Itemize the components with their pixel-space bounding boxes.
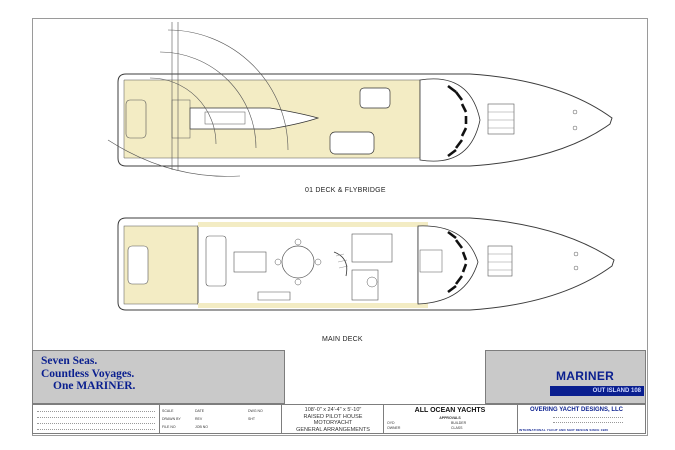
pilothouse bbox=[417, 225, 479, 305]
field-label: SHT bbox=[248, 417, 255, 421]
title-info-row: SCALE DATE DWG NO DRAWN BY REV SHT FILE … bbox=[32, 404, 646, 434]
starboard-side-deck bbox=[198, 303, 428, 308]
galley bbox=[351, 233, 393, 263]
aft-lounge bbox=[257, 291, 291, 301]
slogan: Seven Seas. Countless Voyages. One MARIN… bbox=[41, 355, 135, 393]
salon bbox=[197, 225, 419, 305]
windlass bbox=[573, 265, 579, 271]
stairway bbox=[333, 251, 348, 277]
field-label: REV bbox=[195, 417, 203, 421]
tender-console bbox=[204, 111, 246, 125]
field-label: FILE NO bbox=[162, 425, 176, 429]
approvals-label: APPROVALS bbox=[439, 416, 461, 420]
foredeck-sunpad bbox=[487, 103, 515, 135]
dining-chair bbox=[314, 258, 322, 266]
field-label: DWG NO bbox=[248, 409, 263, 413]
pilothouse-windows bbox=[447, 230, 468, 294]
field-label: DRAWN BY bbox=[162, 417, 181, 421]
brand-name: MARINER bbox=[556, 369, 615, 383]
vessel-type: RAISED PILOT HOUSE MOTORYACHT bbox=[303, 413, 363, 427]
model-tag: OUT ISLAND 108 bbox=[550, 386, 644, 396]
vessel-dimensions: 108'-0" x 24'-4" x 5'-10" bbox=[304, 407, 362, 413]
slogan-banner: Seven Seas. Countless Voyages. One MARIN… bbox=[32, 350, 285, 404]
main-deck-label: MAIN DECK bbox=[322, 336, 363, 343]
drawing-title: GENERAL ARRANGEMENTS bbox=[296, 426, 370, 433]
field-label: SCALE bbox=[162, 409, 174, 413]
bow-fitting bbox=[572, 125, 578, 131]
approval-field: CLASS bbox=[451, 426, 463, 430]
approvals-block: APPROVALS OYD BUILDER OWNER CLASS bbox=[385, 416, 515, 430]
approval-field: OWNER bbox=[387, 426, 401, 430]
bow-fitting bbox=[572, 109, 578, 115]
vessel-description: 108'-0" x 24'-4" x 5'-10" RAISED PILOT H… bbox=[285, 407, 381, 433]
salon-table bbox=[233, 251, 267, 273]
designer-tagline: INTERNATIONAL YACHT AND SHIP DESIGN SINC… bbox=[519, 428, 609, 432]
divider bbox=[281, 405, 282, 433]
crane-swing-arcs bbox=[107, 22, 289, 177]
main-foredeck-pad bbox=[487, 245, 513, 277]
field-label: DATE bbox=[195, 409, 205, 413]
designer-name: OVERING YACHT DESIGNS, LLC bbox=[530, 407, 624, 413]
aft-seating bbox=[125, 99, 147, 139]
field-label: JOB NO bbox=[195, 425, 209, 429]
designer-address bbox=[553, 415, 623, 423]
dining-chair bbox=[274, 258, 282, 266]
brand-banner: MARINER OUT ISLAND 108 bbox=[485, 350, 646, 404]
slogan-line: Seven Seas. bbox=[41, 355, 98, 367]
pilot-helm bbox=[419, 249, 443, 273]
windshield-frames bbox=[447, 84, 468, 158]
divider bbox=[383, 405, 384, 433]
flybridge-hardtop bbox=[419, 78, 481, 162]
client-name: ALL OCEAN YACHTS bbox=[414, 407, 486, 414]
disclaimer-text bbox=[37, 408, 155, 430]
divider bbox=[517, 405, 518, 433]
dining-chair bbox=[294, 278, 302, 286]
salon-sofa bbox=[205, 235, 227, 287]
slogan-line: One MARINER. bbox=[53, 380, 136, 392]
dining-chair bbox=[294, 238, 302, 246]
upper-deck-label: 01 DECK & FLYBRIDGE bbox=[305, 187, 386, 194]
main-deck-plan bbox=[117, 217, 615, 311]
slogan-line: Countless Voyages. bbox=[41, 367, 135, 380]
divider bbox=[159, 405, 160, 433]
approval-field: BUILDER bbox=[451, 421, 467, 425]
flybridge-settee bbox=[329, 131, 375, 155]
title-block: Seven Seas. Countless Voyages. One MARIN… bbox=[32, 350, 646, 434]
stair-treads bbox=[335, 253, 349, 269]
dining-table bbox=[281, 245, 315, 279]
flybridge-helm bbox=[359, 87, 391, 109]
windlass bbox=[573, 251, 579, 257]
galley-island bbox=[366, 276, 378, 288]
upper-deck-plan bbox=[107, 22, 613, 177]
approval-field: OYD bbox=[387, 421, 395, 425]
port-side-deck bbox=[198, 222, 428, 227]
day-head bbox=[351, 269, 379, 301]
cockpit-settee bbox=[127, 245, 149, 285]
